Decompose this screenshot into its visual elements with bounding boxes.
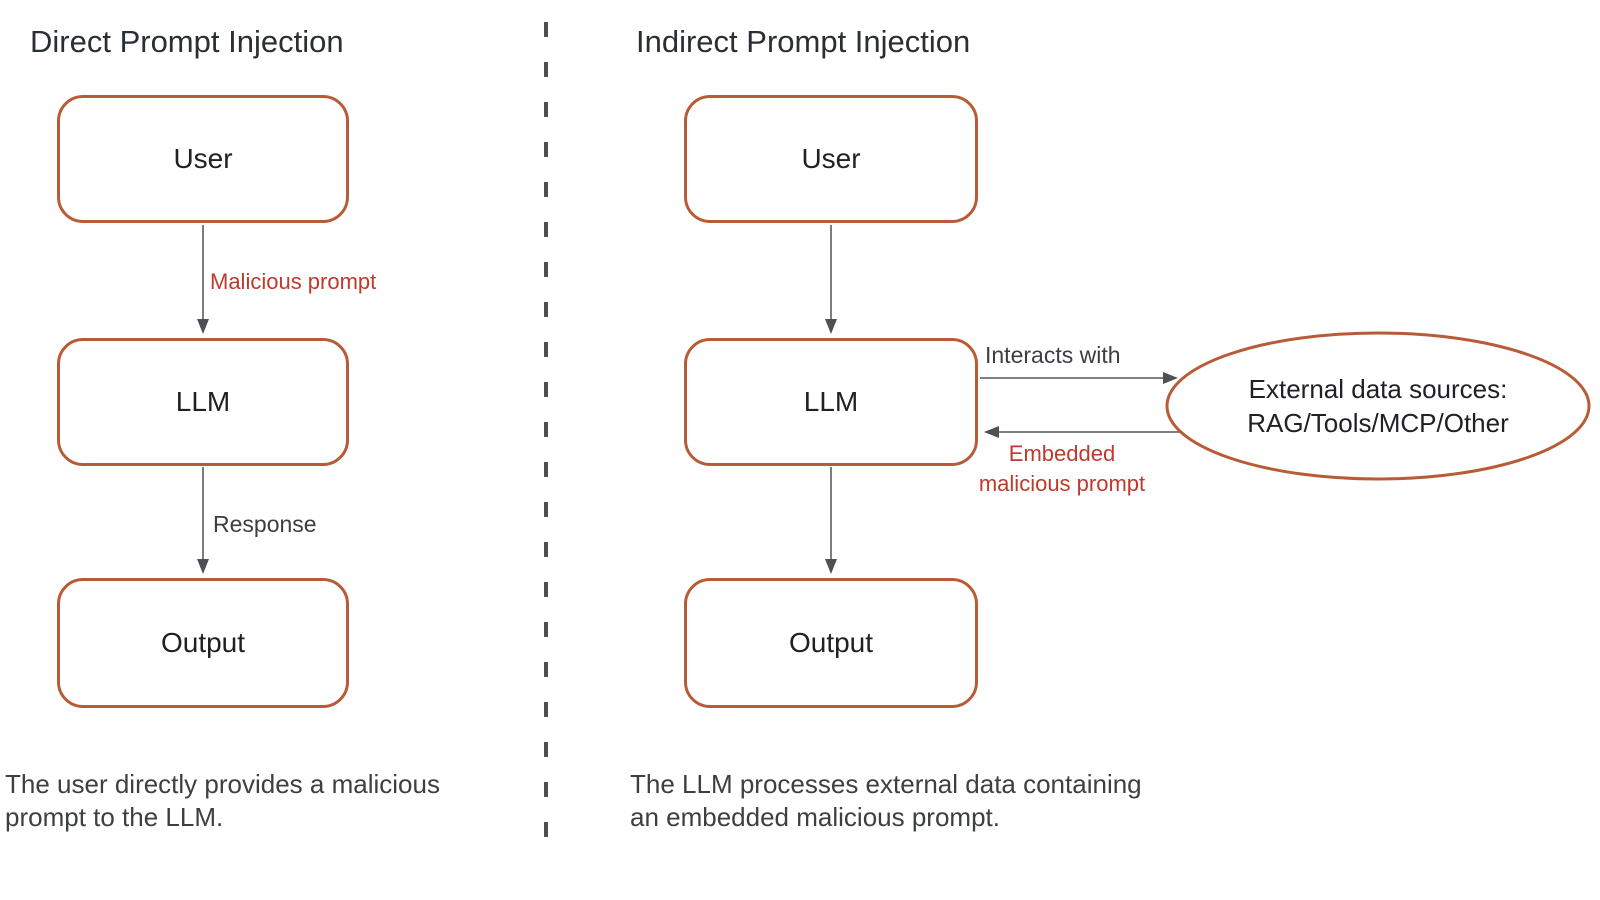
node-output-indirect: Output [684, 578, 978, 708]
node-user-direct-label: User [173, 143, 233, 174]
node-output-indirect-label: Output [788, 627, 874, 658]
panel-title-direct: Direct Prompt Injection [30, 24, 344, 59]
caption-direct-line1: The user directly provides a malicious [5, 769, 440, 799]
node-output-direct: Output [57, 578, 349, 708]
edge-label-embedded-line2: malicious prompt [978, 471, 1146, 496]
external-data-sources-ellipse [1165, 331, 1591, 481]
edge-label-response: Response [213, 511, 317, 537]
external-data-sources-line1: External data sources: [1248, 374, 1508, 404]
caption-direct: The user directly provides a malicious p… [5, 768, 505, 834]
panel-title-indirect: Indirect Prompt Injection [636, 24, 971, 59]
external-data-sources-label: External data sources: RAG/Tools/MCP/Oth… [1166, 333, 1590, 479]
caption-indirect: The LLM processes external data containi… [630, 768, 1190, 834]
edge-label-interacts-with: Interacts with [985, 342, 1121, 368]
node-llm-indirect: LLM [684, 338, 978, 466]
edge-label-embedded-malicious-prompt: Embedded malicious prompt [952, 439, 1172, 499]
node-user-indirect: User [684, 95, 978, 223]
node-user-indirect-label: User [801, 143, 861, 174]
node-llm-indirect-label: LLM [803, 386, 859, 417]
edge-label-embedded-line1: Embedded [1008, 441, 1116, 466]
node-llm-direct-label: LLM [175, 386, 231, 417]
node-llm-direct: LLM [57, 338, 349, 466]
caption-indirect-line2: an embedded malicious prompt. [630, 802, 1000, 832]
external-data-sources-line2: RAG/Tools/MCP/Other [1247, 408, 1509, 438]
caption-indirect-line1: The LLM processes external data containi… [630, 769, 1142, 799]
edge-label-malicious-prompt: Malicious prompt [210, 269, 377, 294]
caption-direct-line2: prompt to the LLM. [5, 802, 224, 832]
node-user-direct: User [57, 95, 349, 223]
node-output-direct-label: Output [160, 627, 246, 658]
